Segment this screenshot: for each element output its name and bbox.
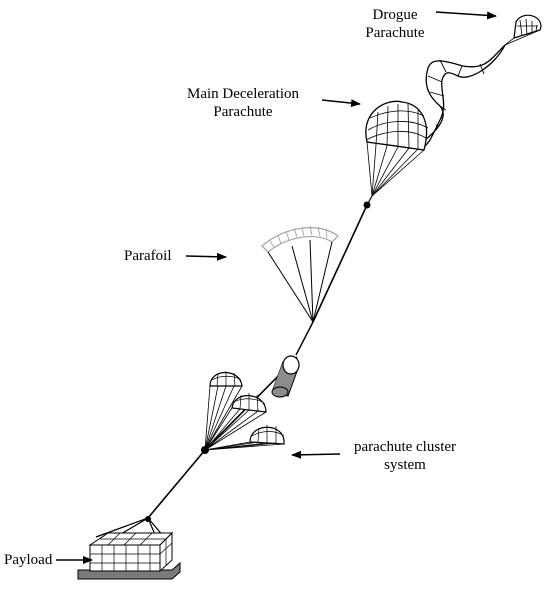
drogue-label-line2: Parachute	[365, 25, 425, 41]
parafoil	[261, 225, 339, 323]
payload-pallet	[77, 516, 181, 580]
deployment-canister	[271, 321, 314, 398]
cluster-chute-2	[204, 393, 267, 451]
drogue-parachute-label: Drogue Parachute	[360, 6, 430, 42]
drogue-parachute	[504, 14, 542, 46]
cluster-label: parachute cluster system	[337, 438, 473, 474]
cluster-label-line2: system	[384, 457, 426, 473]
parafoil-arrow	[185, 252, 227, 261]
cluster-chute-1	[204, 371, 243, 451]
main-deceleration-label: Main Deceleration Parachute	[172, 85, 314, 121]
parachute-cluster	[201, 371, 285, 454]
payload-label-text: Payload	[4, 552, 53, 568]
main-label-line2: Parachute	[213, 104, 273, 120]
parafoil-label-text: Parafoil	[124, 248, 172, 264]
cluster-label-line1: parachute cluster	[353, 439, 457, 455]
main-chute-joint	[363, 201, 371, 209]
main-label-line1: Main Deceleration	[186, 86, 300, 102]
cluster-chute-3	[204, 425, 285, 451]
riser-ribbon	[424, 44, 506, 147]
main-deceleration-parachute	[363, 100, 429, 209]
tether-line	[147, 204, 368, 519]
drogue-label-line1: Drogue	[372, 7, 418, 23]
cluster-joint	[201, 446, 209, 454]
main-chute-arrow	[321, 99, 361, 108]
drogue-arrow	[435, 11, 497, 20]
cluster-arrow	[291, 450, 341, 459]
label-arrows	[56, 11, 497, 564]
payload-label: Payload	[4, 551, 52, 569]
parafoil-label: Parafoil	[124, 247, 171, 265]
